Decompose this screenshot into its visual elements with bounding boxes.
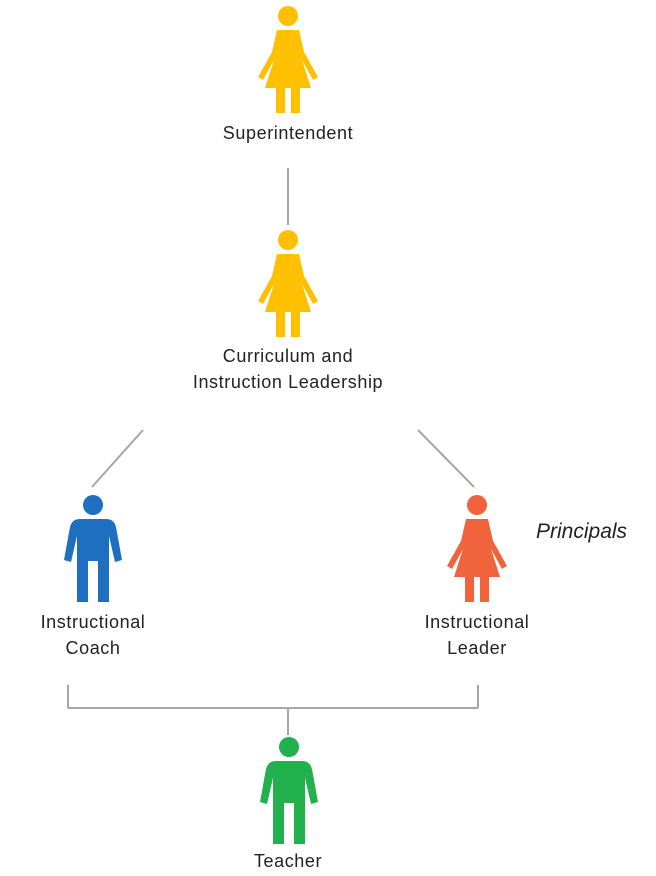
coach-label-line-2: Coach bbox=[65, 638, 121, 658]
curriculum-woman-icon bbox=[258, 230, 318, 337]
coach-man-icon bbox=[64, 495, 122, 602]
curriculum-label-line-1: Curriculum and bbox=[222, 346, 354, 366]
teacher-label-line-1: Teacher bbox=[253, 851, 323, 871]
coach-label-line-1: Instructional bbox=[40, 612, 146, 632]
teacher-label: Teacher bbox=[188, 848, 388, 874]
principals-annotation: Principals bbox=[536, 520, 628, 543]
superintendent-label: Superintendent bbox=[188, 120, 388, 146]
superintendent-label-line-1: Superintendent bbox=[222, 123, 354, 143]
leader-label: Instructional Leader bbox=[397, 609, 557, 661]
connector-curriculum-leader bbox=[417, 429, 475, 488]
coach-label: Instructional Coach bbox=[13, 609, 173, 661]
leader-label-line-1: Instructional bbox=[424, 612, 530, 632]
leader-label-line-2: Leader bbox=[447, 638, 507, 658]
curriculum-label-line-2: Instruction Leadership bbox=[192, 372, 384, 392]
leader-woman-icon bbox=[447, 495, 507, 602]
teacher-man-icon bbox=[260, 737, 318, 844]
connector-curriculum-coach bbox=[91, 429, 144, 488]
superintendent-woman-icon bbox=[258, 6, 318, 113]
curriculum-label: Curriculum and Instruction Leadership bbox=[138, 343, 438, 395]
